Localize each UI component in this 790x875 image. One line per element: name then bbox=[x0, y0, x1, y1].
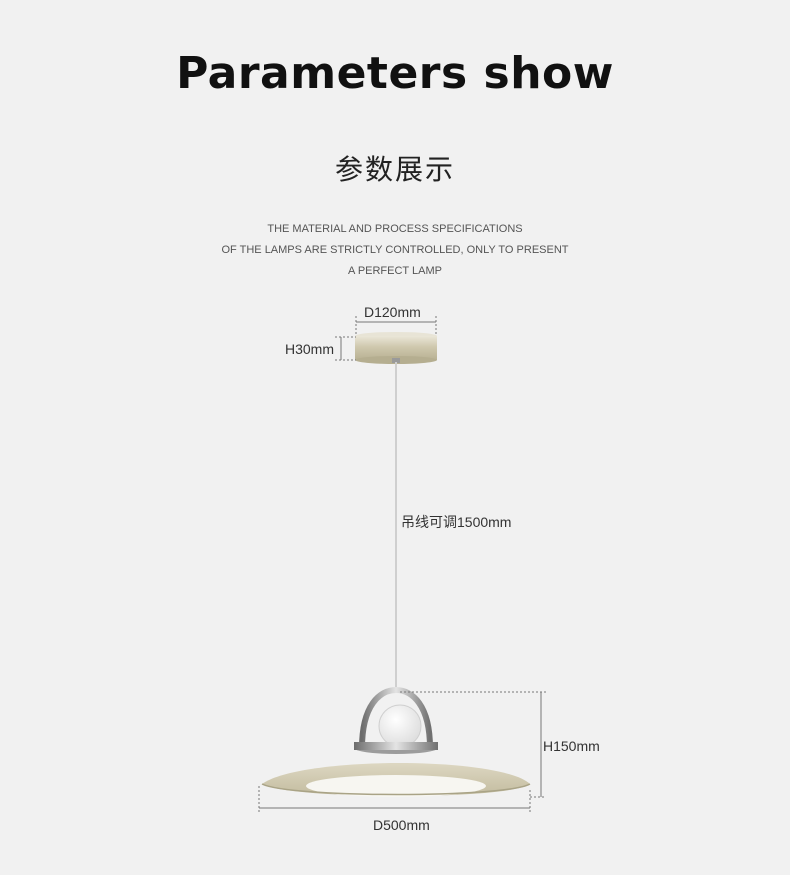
page-title: Parameters show bbox=[176, 48, 614, 99]
canopy-height-label: H30mm bbox=[285, 341, 335, 357]
canopy-height-dimension bbox=[335, 336, 356, 361]
ceiling-canopy bbox=[355, 332, 437, 364]
lamp-diameter-dimension bbox=[258, 786, 531, 812]
description-line: THE MATERIAL AND PROCESS SPECIFICATIONS bbox=[267, 223, 523, 235]
pendant-lamp bbox=[261, 686, 531, 797]
description-line: A PERFECT LAMP bbox=[348, 265, 442, 277]
description: THE MATERIAL AND PROCESS SPECIFICATIONS … bbox=[0, 219, 790, 282]
canopy-diameter-dimension bbox=[355, 316, 437, 336]
cord-length-label: 吊线可调1500mm bbox=[401, 514, 512, 530]
description-line: OF THE LAMPS ARE STRICTLY CONTROLLED, ON… bbox=[221, 244, 569, 256]
lamp-height-dimension bbox=[400, 691, 546, 798]
page-subtitle: 参数展示 bbox=[334, 153, 455, 186]
lamp-height-label: H150mm bbox=[543, 738, 600, 754]
lamp-diameter-label: D500mm bbox=[373, 817, 430, 833]
canopy-diameter-label: D120mm bbox=[364, 304, 421, 320]
